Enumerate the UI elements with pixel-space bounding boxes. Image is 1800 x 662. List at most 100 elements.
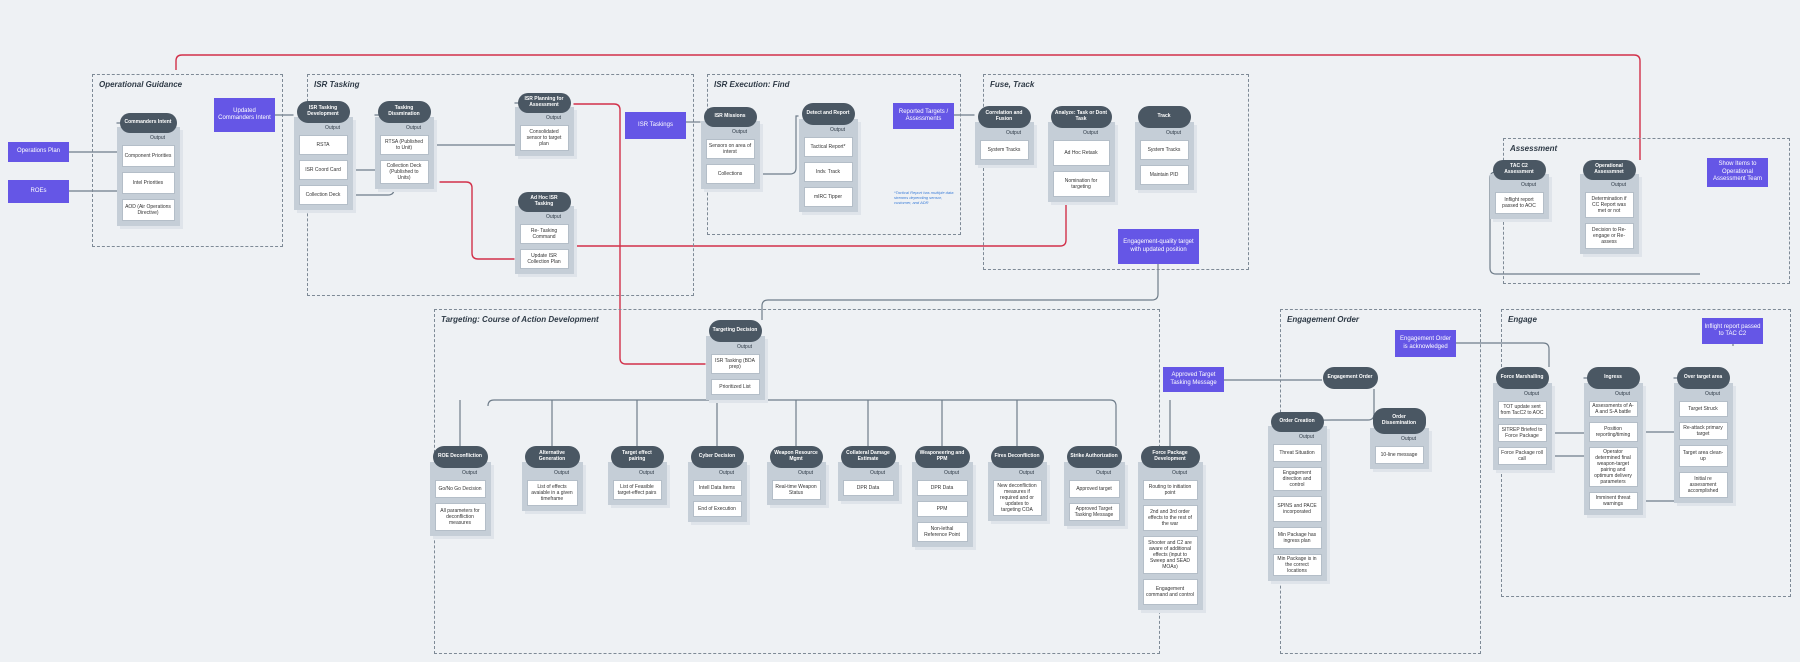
- isr-tasking-dev-node[interactable]: ISR Tasking Development: [296, 101, 350, 123]
- targeting-decision-item: Prioritized List: [710, 379, 760, 395]
- output-label: Output: [1705, 391, 1721, 397]
- detect-report-item: mIRC Tipper: [803, 187, 853, 207]
- engagement-order-node[interactable]: Engagement Order: [1322, 367, 1378, 389]
- ingress-node[interactable]: Ingress: [1586, 367, 1640, 389]
- output-label: Output: [546, 115, 562, 121]
- isr-taskings-input[interactable]: ISR Taskings: [625, 112, 686, 139]
- target-effect-item: List of Feasible target-effect pairs: [612, 480, 662, 500]
- tasking-dissem-node[interactable]: Tasking Dissmination: [377, 101, 431, 123]
- weapon-resource-item: Real-time Weapon Status: [771, 480, 821, 500]
- force-marshal-node[interactable]: Force Marshalling: [1495, 367, 1549, 389]
- tactical-report-footnote: *Tactical Report has multiple data strea…: [894, 190, 954, 206]
- region-title: Engagement Order: [1287, 315, 1360, 324]
- output-label: Output: [1083, 130, 1099, 136]
- output-label: Output: [1166, 130, 1182, 136]
- isr-missions-node[interactable]: ISR Missions: [703, 107, 757, 127]
- track-node[interactable]: Track: [1137, 106, 1191, 128]
- commanders-intent-item: Intel Priorities: [121, 172, 175, 194]
- isr-planning-item: Consolidated sensor to target plan: [519, 125, 569, 151]
- commanders-intent-item: Component Priorities: [121, 145, 175, 167]
- region-title: Assessment: [1510, 144, 1558, 153]
- targeting-decision-item: ISR Tasking (BDA prep): [710, 354, 760, 374]
- inflight-report-to-tac-c2[interactable]: Inflight report passed to TAC C2: [1702, 318, 1763, 344]
- roes-input[interactable]: ROEs: [8, 180, 69, 203]
- show-items-to-assessment-team[interactable]: Show Items to Operational Assessment Tea…: [1707, 158, 1768, 187]
- collateral-node[interactable]: Collateral Damage Estimate: [840, 446, 896, 468]
- over-target-item: Target Struck: [1678, 401, 1728, 417]
- connector: [759, 115, 799, 175]
- op-assessment-item: Determination if CC Report was met or no…: [1584, 192, 1634, 218]
- isr-planning-node[interactable]: ISR Planning for Assessment: [517, 93, 571, 113]
- connector: [1456, 342, 1550, 367]
- force-marshal-item: SITREP Briefed to Force Package: [1497, 424, 1547, 442]
- cyber-node[interactable]: Cyber Decision: [690, 446, 744, 468]
- order-creation-item: SPINS and PACE incorporated: [1272, 496, 1322, 522]
- target-effect-node[interactable]: Target effect pairing: [610, 446, 664, 468]
- output-label: Output: [737, 344, 753, 350]
- output-label: Output: [830, 127, 846, 133]
- reported-targets-assessments[interactable]: Reported Targets / Assessments: [893, 103, 954, 129]
- op-assessment-item: Decision to Re-engage or Re-assess: [1584, 223, 1634, 249]
- order-creation-node[interactable]: Order Creation: [1270, 412, 1324, 432]
- updated-commanders-intent[interactable]: Updated Commanders Intent: [214, 98, 275, 132]
- op-assessment-node[interactable]: Operational Assessmnet: [1582, 160, 1636, 180]
- detect-report-node[interactable]: Detect and Report: [801, 103, 855, 125]
- cyber-item: Intell Data Items: [692, 480, 742, 496]
- output-label: Output: [732, 129, 748, 135]
- force-package-item: Shooter and C2 are aware of additional e…: [1142, 536, 1198, 574]
- roe-decon-node[interactable]: ROE Deconfliction: [432, 446, 488, 468]
- output-label: Output: [1172, 470, 1188, 476]
- strike-auth-item: Approved Target Tasking Message: [1068, 503, 1120, 521]
- strike-auth-node[interactable]: Strike Authorization: [1066, 446, 1122, 468]
- analyze-node[interactable]: Analyze: Task or Dont Task: [1050, 106, 1112, 128]
- engagement-order-acknowledged[interactable]: Engagement Order is acknowledged: [1395, 330, 1456, 357]
- output-label: Output: [1096, 470, 1112, 476]
- strike-auth-item: Approved target: [1068, 480, 1120, 498]
- weapon-resource-node[interactable]: Weapon Resource Mgmt: [769, 446, 823, 468]
- isr-missions-item: Collections: [705, 164, 755, 184]
- weaponeering-node[interactable]: Weaponeering and PPM: [914, 446, 970, 468]
- output-label: Output: [1521, 182, 1537, 188]
- correlation-node[interactable]: Correlation and Fusion: [977, 106, 1031, 128]
- region-operational-guidance: Operational Guidance: [92, 74, 283, 247]
- force-package-node[interactable]: Force Package Development: [1140, 446, 1200, 468]
- output-label: Output: [719, 470, 735, 476]
- fires-decon-node[interactable]: Fires Deconfliction: [990, 446, 1044, 468]
- alt-gen-item: List of effects avaiable in a given time…: [526, 480, 578, 506]
- order-dissem-node[interactable]: Order Dissemination: [1372, 408, 1426, 434]
- output-label: Output: [1006, 130, 1022, 136]
- connector: [439, 181, 515, 260]
- detect-report-item: Indv. Track: [803, 162, 853, 182]
- track-item: System Tracks: [1139, 140, 1189, 160]
- over-target-node[interactable]: Over target area: [1676, 367, 1730, 389]
- force-package-item: Routing to initiation point: [1142, 480, 1198, 500]
- ingress-item: Imminent threat warnings: [1588, 492, 1638, 510]
- region-title: ISR Execution: Find: [714, 80, 790, 89]
- region-fuse-track: Fuse, Track: [983, 74, 1249, 270]
- order-creation-item: Min Package has ingress plan: [1272, 527, 1322, 549]
- detect-report-item: Tactical Report*: [803, 137, 853, 157]
- tac-c2-node[interactable]: TAC C2 Assessment: [1492, 160, 1546, 180]
- output-label: Output: [554, 470, 570, 476]
- targeting-decision-node[interactable]: Targeting Decision: [708, 320, 762, 342]
- region-title: Targeting: Course of Action Development: [441, 315, 599, 324]
- isr-tasking-dev-item: ISR Coord Card: [298, 160, 348, 180]
- region-title: Engage: [1508, 315, 1537, 324]
- operations-plan-input[interactable]: Operations Plan: [8, 142, 69, 162]
- order-creation-item: Min Package is in the correct locations: [1272, 554, 1322, 576]
- alt-gen-node[interactable]: Alternative Generation: [524, 446, 580, 468]
- region-isr-tasking: ISR Tasking: [307, 74, 694, 296]
- adhoc-isr-node[interactable]: Ad Hoc ISR Tasking: [517, 192, 571, 212]
- tac-c2-item: Inflight report passed to AOC: [1494, 192, 1544, 214]
- commanders-intent-node[interactable]: Commanders Intent: [119, 113, 177, 133]
- output-label: Output: [1615, 391, 1631, 397]
- ingress-item: Assessments of A-A and S-A battle: [1588, 401, 1638, 417]
- engagement-quality-target[interactable]: Engagement-quality target with updated p…: [1118, 229, 1199, 264]
- output-label: Output: [639, 470, 655, 476]
- adhoc-isr-item: Re- Tasking Command: [519, 224, 569, 244]
- analyze-item: Nomination for targeting: [1052, 171, 1110, 197]
- ingress-item: Position reporting/timing: [1588, 422, 1638, 442]
- output-label: Output: [1019, 470, 1035, 476]
- approved-target-tasking-message[interactable]: Approved Target Tasking Message: [1163, 367, 1224, 392]
